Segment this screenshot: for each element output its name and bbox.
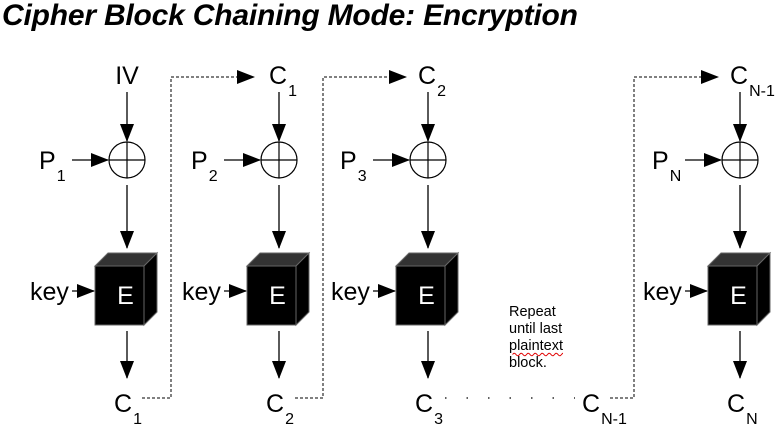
feedback-link-2: [295, 70, 407, 399]
iv-label: IV: [115, 62, 139, 90]
feedback-link-n: [610, 70, 719, 399]
plaintext-label: P3: [340, 147, 367, 185]
cipher-block-label: E: [418, 282, 435, 310]
note-line: until last: [509, 321, 563, 337]
cipher-block-label: E: [730, 282, 747, 310]
key-label: key: [30, 278, 69, 306]
ciphertext-output-label: C1: [114, 390, 142, 428]
key-label: key: [643, 278, 682, 306]
previous-ciphertext-label: C1: [269, 62, 297, 100]
note-line: plaintext: [509, 338, 564, 354]
cipher-block-side: [444, 251, 459, 327]
plaintext-label: PN: [652, 147, 681, 185]
plaintext-label: P1: [39, 147, 66, 185]
cipher-block-label: E: [117, 282, 134, 310]
cipher-block: [246, 265, 297, 326]
cipher-block: [94, 265, 145, 326]
diagram-title: Cipher Block Chaining Mode: Encryption: [2, 0, 578, 32]
previous-ciphertext-label: CN-1: [730, 62, 775, 100]
cipher-block-side: [143, 251, 158, 327]
ciphertext-output-label: C3: [415, 390, 443, 428]
cipher-block-side: [756, 251, 771, 327]
plaintext-label: P2: [191, 147, 218, 185]
feedback-link-1: [142, 70, 255, 399]
note-line: Repeat: [509, 304, 556, 320]
note-line: block.: [509, 355, 547, 371]
ciphertext-output-label: CN: [727, 390, 758, 428]
key-label: key: [182, 278, 221, 306]
intermediate-ciphertext-label: CN-1: [582, 390, 627, 428]
key-label: key: [331, 278, 370, 306]
previous-ciphertext-label: C2: [418, 62, 446, 100]
ciphertext-output-label: C2: [266, 390, 294, 428]
cipher-block: [707, 265, 758, 326]
cipher-block-label: E: [269, 282, 286, 310]
repeat-note: Repeat until last plaintext block.: [509, 304, 599, 372]
cipher-block-side: [295, 251, 310, 327]
cipher-block: [395, 265, 446, 326]
